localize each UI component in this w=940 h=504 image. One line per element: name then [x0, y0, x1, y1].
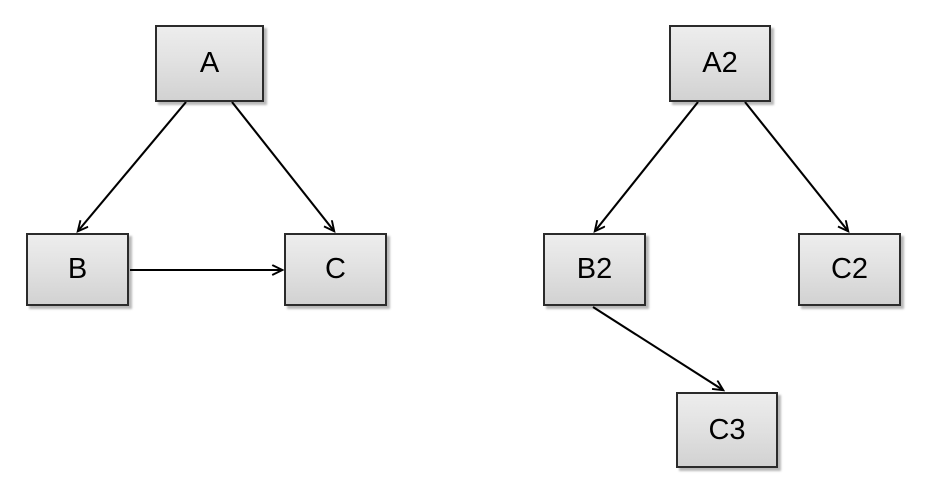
node-label: A2: [702, 47, 738, 79]
node-a2[interactable]: A2: [669, 25, 771, 102]
node-b2[interactable]: B2: [543, 233, 646, 306]
node-c2[interactable]: C2: [798, 233, 901, 306]
node-label: B2: [576, 253, 613, 285]
node-c[interactable]: C: [284, 233, 387, 306]
node-a[interactable]: A: [155, 25, 264, 102]
edge-a2-c2[interactable]: [744, 101, 848, 231]
node-label: C2: [830, 253, 869, 285]
edge-a2-b2[interactable]: [595, 101, 699, 231]
edge-a-b[interactable]: [78, 101, 187, 231]
node-label: C: [325, 253, 346, 285]
node-label: B: [67, 253, 88, 285]
node-b[interactable]: B: [26, 233, 129, 306]
node-c3[interactable]: C3: [676, 392, 778, 468]
node-label: A: [199, 47, 220, 79]
edge-a-c[interactable]: [231, 101, 334, 231]
edge-b2-c3[interactable]: [592, 306, 723, 390]
node-label: C3: [708, 413, 746, 446]
